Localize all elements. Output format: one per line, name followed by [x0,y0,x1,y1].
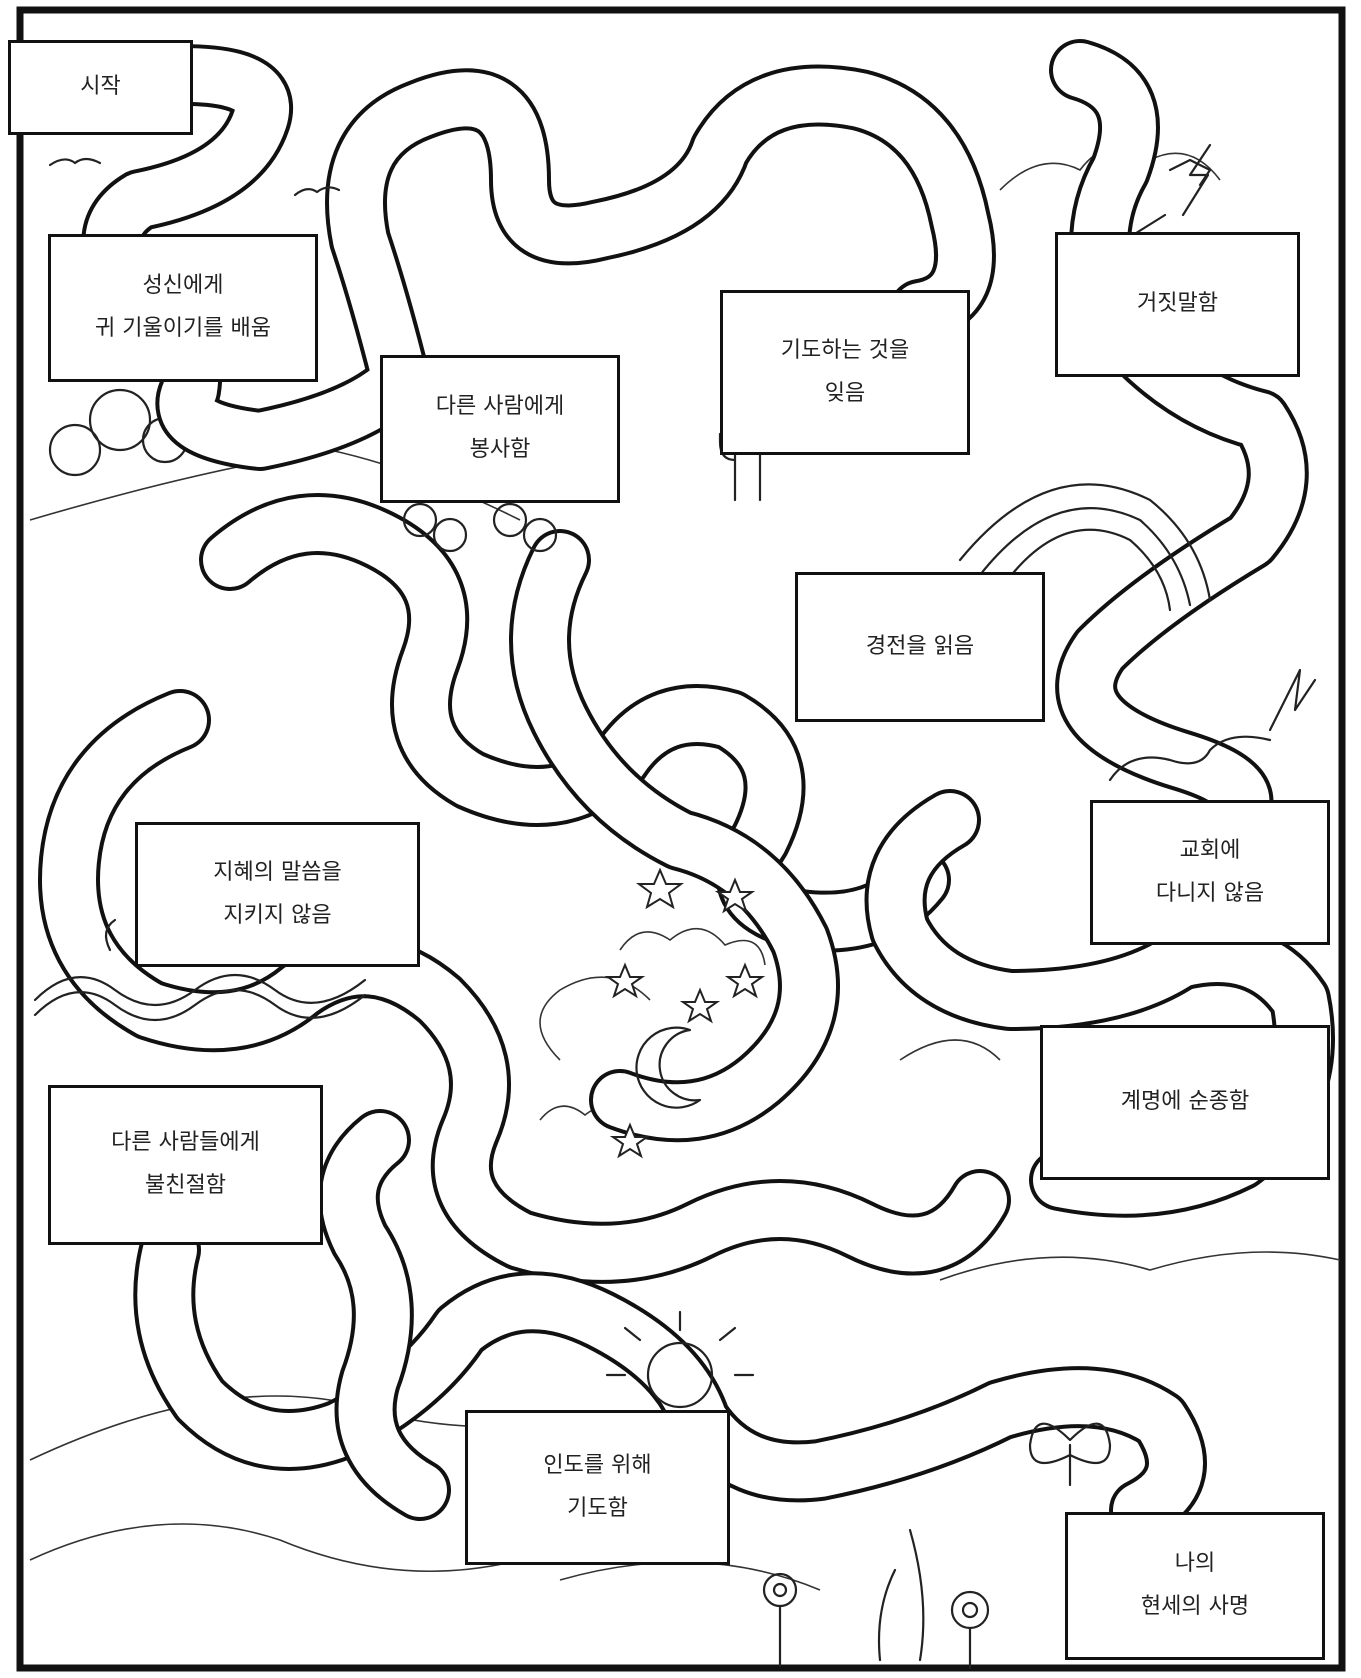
obey-commandments-box: 계명에 순종함 [1040,1025,1330,1180]
pray-guidance-line1: 인도를 위해 [543,1445,651,1488]
mission-box: 나의 현세의 사명 [1065,1512,1325,1660]
forget-pray-line2: 잊음 [825,373,865,416]
forget-pray-box: 기도하는 것을 잊음 [720,290,970,455]
butterfly-icon [1030,1424,1110,1485]
word-of-wisdom-box: 지혜의 말씀을 지키지 않음 [135,822,420,967]
not-church-box: 교회에 다니지 않음 [1090,800,1330,945]
not-church-line1: 교회에 [1180,830,1241,873]
pray-guidance-box: 인도를 위해 기도함 [465,1410,730,1565]
listen-spirit-line1: 성신에게 [143,265,224,308]
lying-label: 거짓말함 [1137,283,1218,326]
obey-commandments-label: 계명에 순종함 [1121,1081,1249,1124]
unkind-box: 다른 사람들에게 불친절함 [48,1085,323,1245]
listen-spirit-box: 성신에게 귀 기울이기를 배움 [48,234,318,382]
listen-spirit-line2: 귀 기울이기를 배움 [95,308,271,351]
pray-guidance-line2: 기도함 [567,1488,628,1531]
mission-line2: 현세의 사명 [1141,1586,1249,1629]
start-box: 시작 [8,40,193,135]
lying-box: 거짓말함 [1055,232,1300,377]
unkind-line1: 다른 사람들에게 [111,1122,260,1165]
word-of-wisdom-line1: 지혜의 말씀을 [213,852,341,895]
unkind-line2: 불친절함 [145,1165,226,1208]
serve-others-box: 다른 사람에게 봉사함 [380,355,620,503]
word-of-wisdom-line2: 지키지 않음 [223,895,331,938]
read-scriptures-box: 경전을 읽음 [795,572,1045,722]
not-church-line2: 다니지 않음 [1156,873,1264,916]
read-scriptures-label: 경전을 읽음 [866,626,974,669]
mission-line1: 나의 [1175,1543,1215,1586]
start-label: 시작 [80,66,120,109]
serve-others-line1: 다른 사람에게 [436,386,564,429]
serve-others-line2: 봉사함 [470,429,531,472]
forget-pray-line1: 기도하는 것을 [781,330,909,373]
